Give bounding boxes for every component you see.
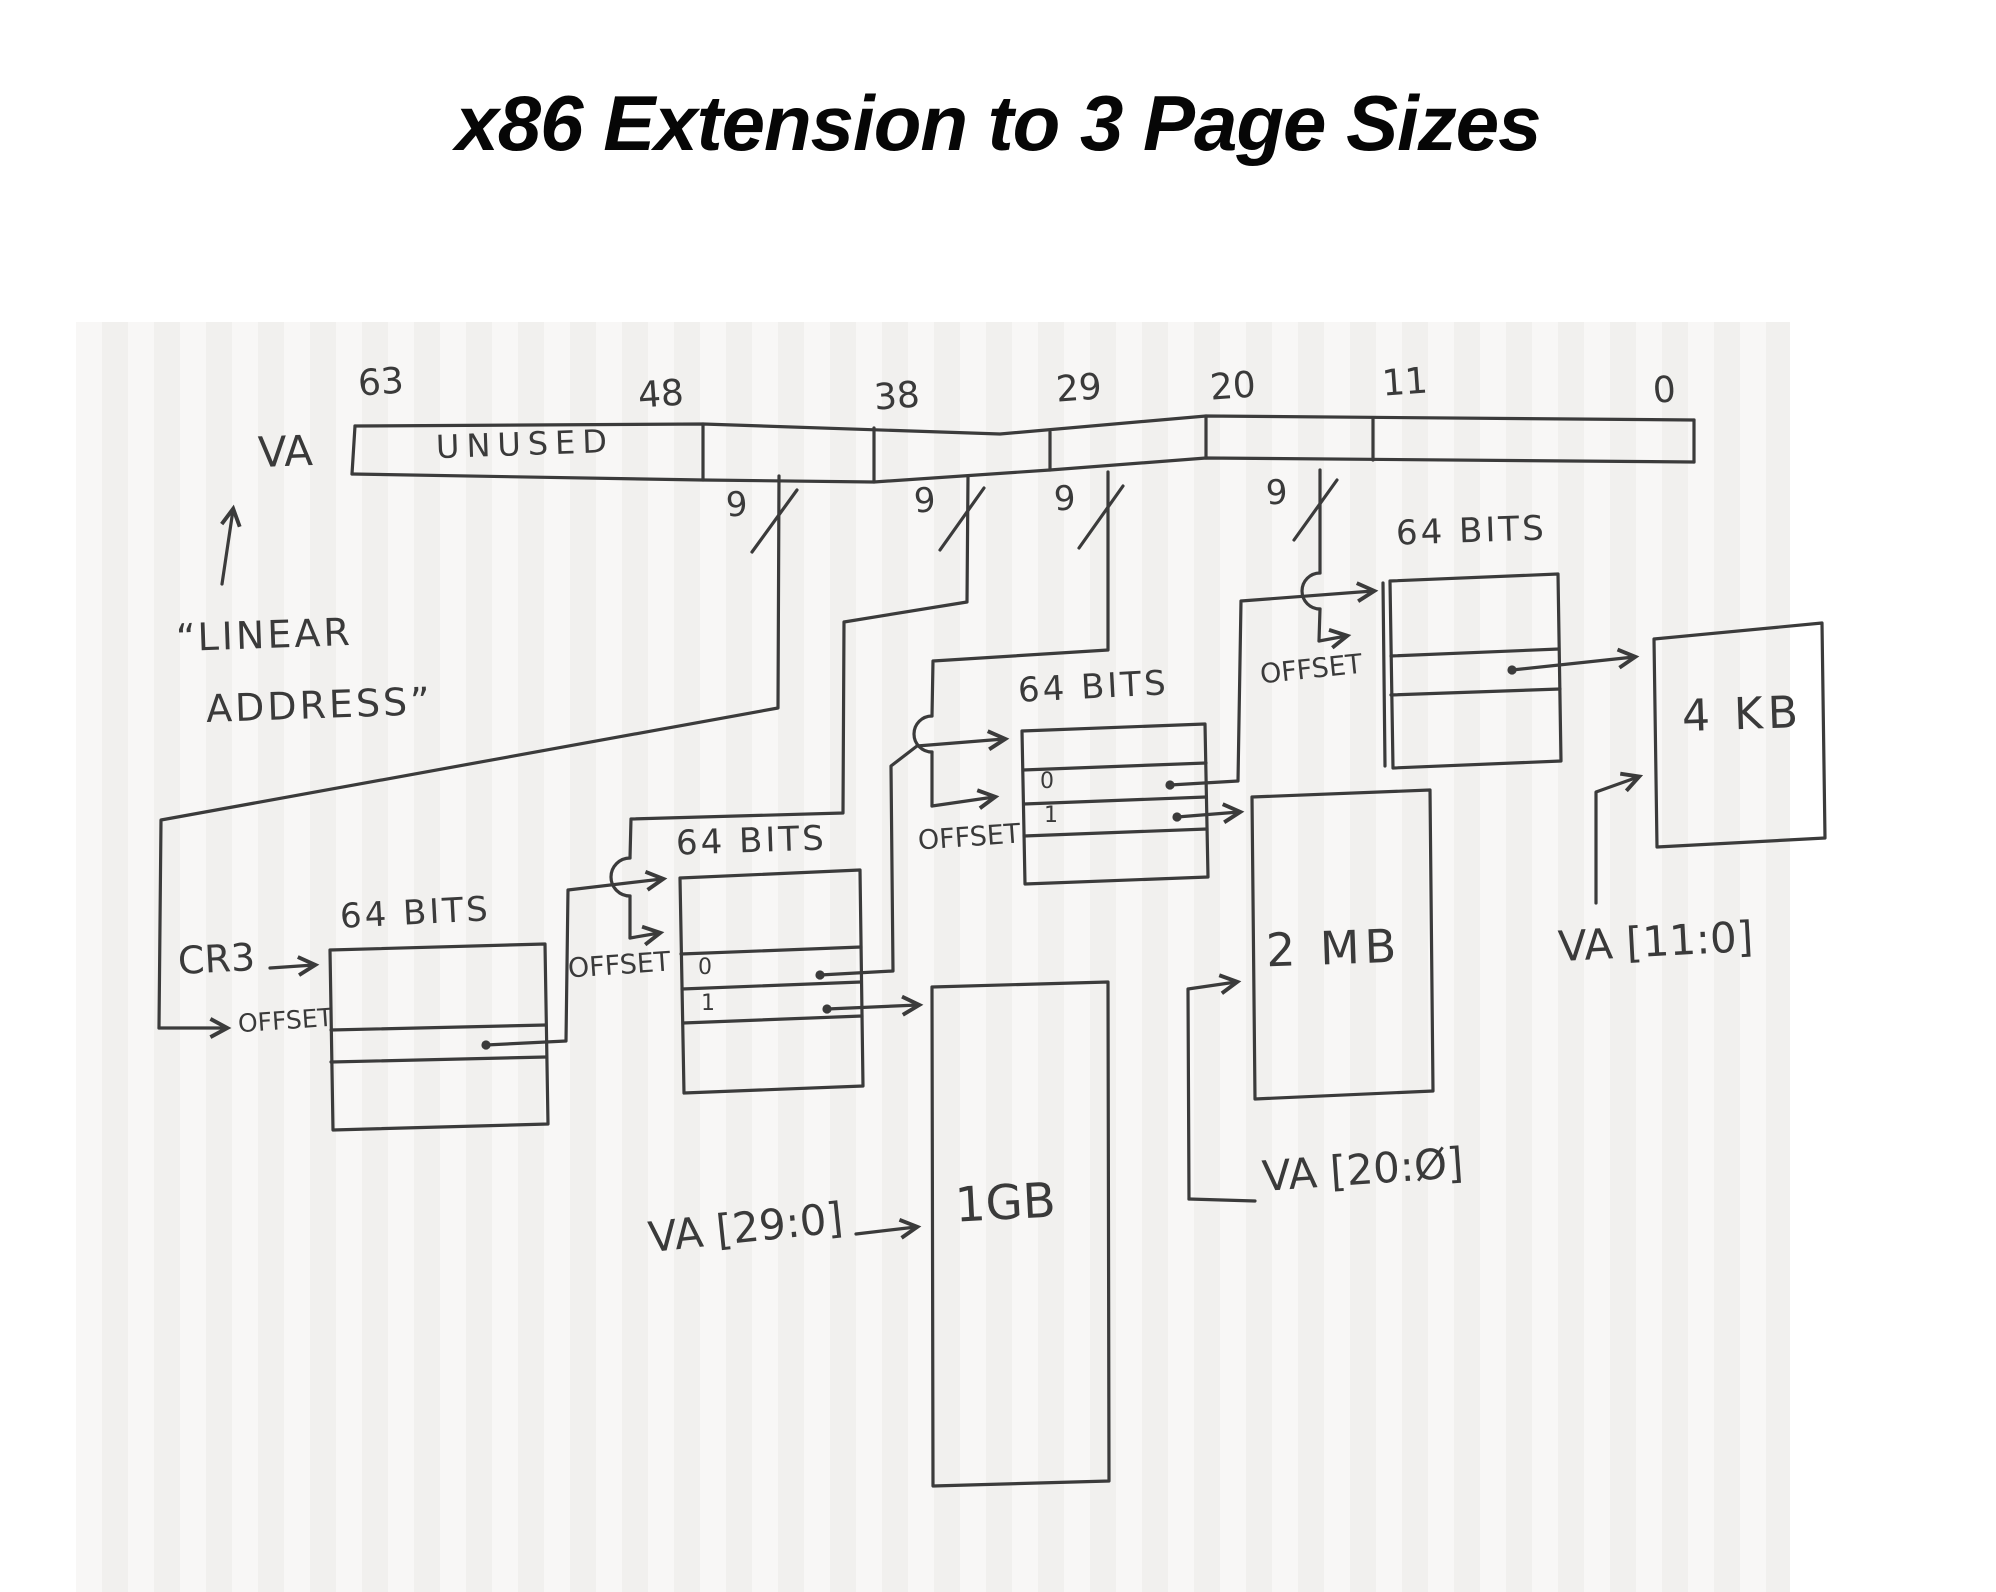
page-title: x86 Extension to 3 Page Sizes bbox=[455, 79, 1541, 167]
page-table-level3 bbox=[1020, 722, 1210, 886]
nine-bit-slash bbox=[1292, 478, 1339, 542]
va-slice-11-0-label: VA [11:0] bbox=[1556, 911, 1755, 972]
pointer-table2-to-table3 bbox=[815, 729, 1010, 980]
table3-64bits-label: 64 BITS bbox=[1017, 663, 1170, 711]
va-label: VA bbox=[257, 426, 314, 477]
page-1gb-label: 1GB bbox=[953, 1172, 1058, 1234]
table1-64bits-label: 64 BITS bbox=[339, 889, 492, 937]
line-hop bbox=[912, 714, 934, 754]
page-box-1gb bbox=[930, 980, 1111, 1488]
offset-label-table1: OFFSET bbox=[237, 1002, 334, 1039]
page-box-2mb bbox=[1250, 788, 1435, 1101]
bit-label-0: 0 bbox=[1651, 369, 1678, 412]
va20-0-connector bbox=[1186, 973, 1257, 1203]
cr3-arrow bbox=[268, 955, 320, 977]
field-width-9-label-3: 9 bbox=[1052, 478, 1077, 520]
page-2mb-label: 2 MB bbox=[1265, 918, 1403, 978]
pointer-table3-to-table4 bbox=[1165, 581, 1379, 790]
nine-bit-slash bbox=[938, 486, 986, 552]
line-hop bbox=[609, 856, 632, 898]
pointer-table3-to-2mb-page bbox=[1172, 802, 1245, 824]
table2-row1-label: 1 bbox=[701, 991, 715, 1016]
field-line-va38-30 bbox=[609, 474, 986, 947]
va29-0-connector bbox=[854, 1217, 922, 1240]
field-line-va47-39 bbox=[157, 474, 799, 1039]
line-hop bbox=[1300, 571, 1322, 611]
nine-bit-slash bbox=[750, 488, 799, 554]
bit-label-20: 20 bbox=[1208, 364, 1258, 409]
table3-row1-label: 1 bbox=[1044, 803, 1058, 828]
page-box-4kb bbox=[1652, 621, 1827, 849]
table2-64bits-label: 64 BITS bbox=[675, 818, 828, 864]
table3-row0-label: 0 bbox=[1040, 769, 1054, 794]
linear-address-note-line1: “LINEAR bbox=[175, 609, 354, 661]
field-line-va29-21 bbox=[912, 470, 1125, 810]
field-width-9-label-1: 9 bbox=[724, 484, 749, 526]
va-bit-bar bbox=[350, 414, 1696, 484]
page-4kb-label: 4 KB bbox=[1681, 686, 1804, 743]
field-width-9-label-4: 9 bbox=[1264, 472, 1289, 514]
table4-64bits-label: 64 BITS bbox=[1395, 508, 1548, 554]
bit-label-11: 11 bbox=[1380, 360, 1430, 405]
pointer-table2-to-1gb-page bbox=[822, 994, 924, 1017]
pointer-table4-to-4kb-page bbox=[1507, 647, 1640, 675]
va11-0-connector bbox=[1594, 771, 1644, 905]
linear-address-note-line2: ADDRESS” bbox=[205, 679, 434, 731]
page-table-level2 bbox=[678, 868, 865, 1095]
field-line-va20-12 bbox=[1292, 468, 1352, 650]
page-table-level1 bbox=[328, 942, 550, 1132]
page-table-level4 bbox=[1381, 572, 1563, 770]
field-width-9-label-2: 9 bbox=[912, 480, 937, 522]
unused-label: UNUSED bbox=[435, 421, 615, 467]
table2-row0-label: 0 bbox=[698, 955, 712, 980]
scanned-sketch-background bbox=[76, 322, 1790, 1592]
bit-label-38: 38 bbox=[872, 374, 922, 419]
bit-label-29: 29 bbox=[1054, 366, 1104, 411]
bit-label-48: 48 bbox=[636, 372, 686, 417]
nine-bit-slash bbox=[1077, 484, 1125, 550]
bit-label-63: 63 bbox=[356, 360, 406, 405]
cr3-label: CR3 bbox=[176, 935, 257, 983]
linear-address-arrow bbox=[220, 504, 242, 586]
pointer-table1-to-table2 bbox=[481, 869, 668, 1050]
